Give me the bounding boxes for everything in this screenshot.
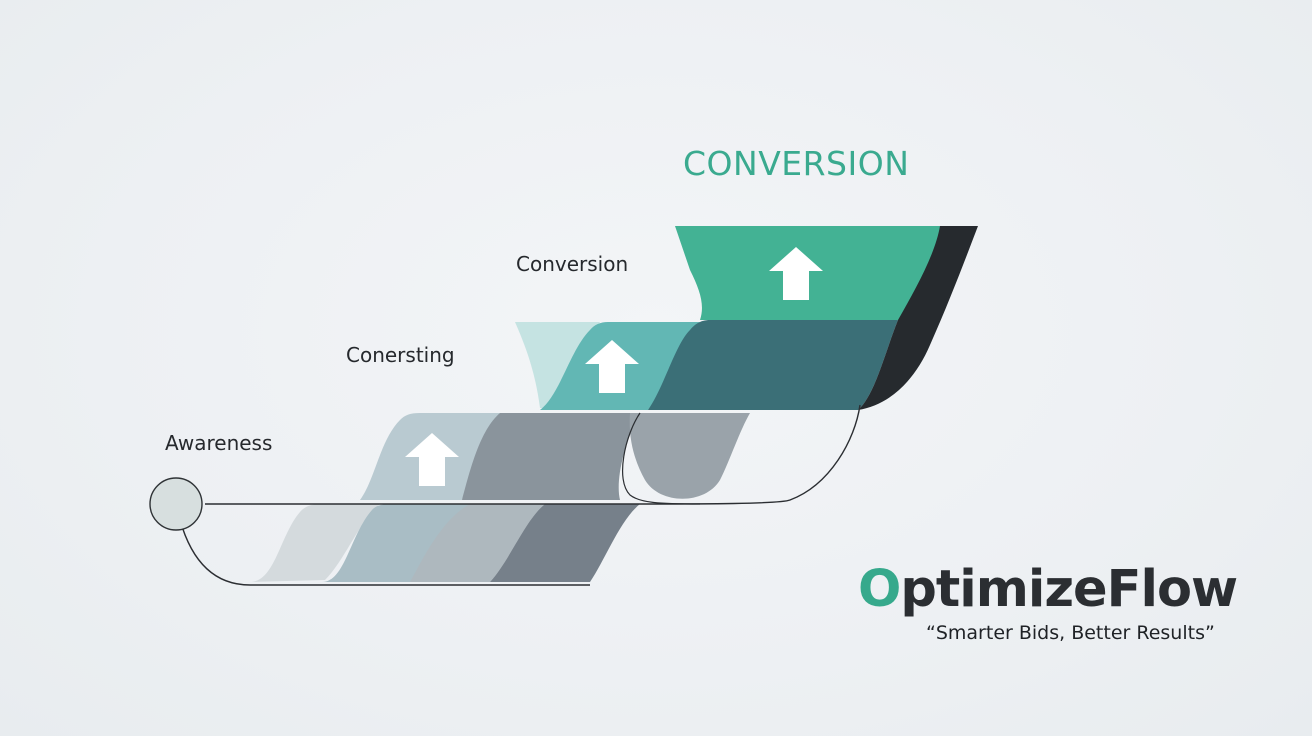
ribbon-mid-base: [410, 504, 545, 582]
brand-logo-initial: O: [858, 560, 901, 619]
brand-logo: OptimizeFlow: [858, 558, 1278, 622]
up-arrow-icon: [405, 433, 459, 486]
connector-line-loop: [179, 519, 590, 586]
connector-line-drop: [622, 412, 701, 505]
ribbon-dark-base: [490, 504, 640, 582]
stage-label-awareness: Awareness: [165, 431, 273, 455]
brand-block: OptimizeFlow “Smarter Bids, Better Resul…: [858, 558, 1278, 644]
start-node-icon: [149, 477, 203, 531]
ribbon-awareness-base: [250, 504, 380, 582]
ribbon-slate-mid: [462, 413, 640, 500]
brand-tagline: “Smarter Bids, Better Results”: [926, 622, 1215, 644]
up-arrow-icon: [585, 340, 639, 393]
ribbon-green-top: [675, 226, 945, 320]
ribbon-grey-drop: [629, 413, 750, 499]
stage-label-conversion: Conversion: [516, 252, 629, 276]
ribbon-light-base: [322, 504, 470, 582]
ribbon-slate-top: [648, 320, 898, 410]
stage-label-consting: Conersting: [346, 343, 455, 367]
up-arrow-icon: [769, 247, 823, 300]
ribbon-dark-edge: [858, 226, 978, 410]
brand-logo-rest: ptimizeFlow: [900, 560, 1238, 619]
diagram-heading: CONVERSION: [683, 144, 910, 183]
ribbon-teal-light: [515, 322, 600, 408]
